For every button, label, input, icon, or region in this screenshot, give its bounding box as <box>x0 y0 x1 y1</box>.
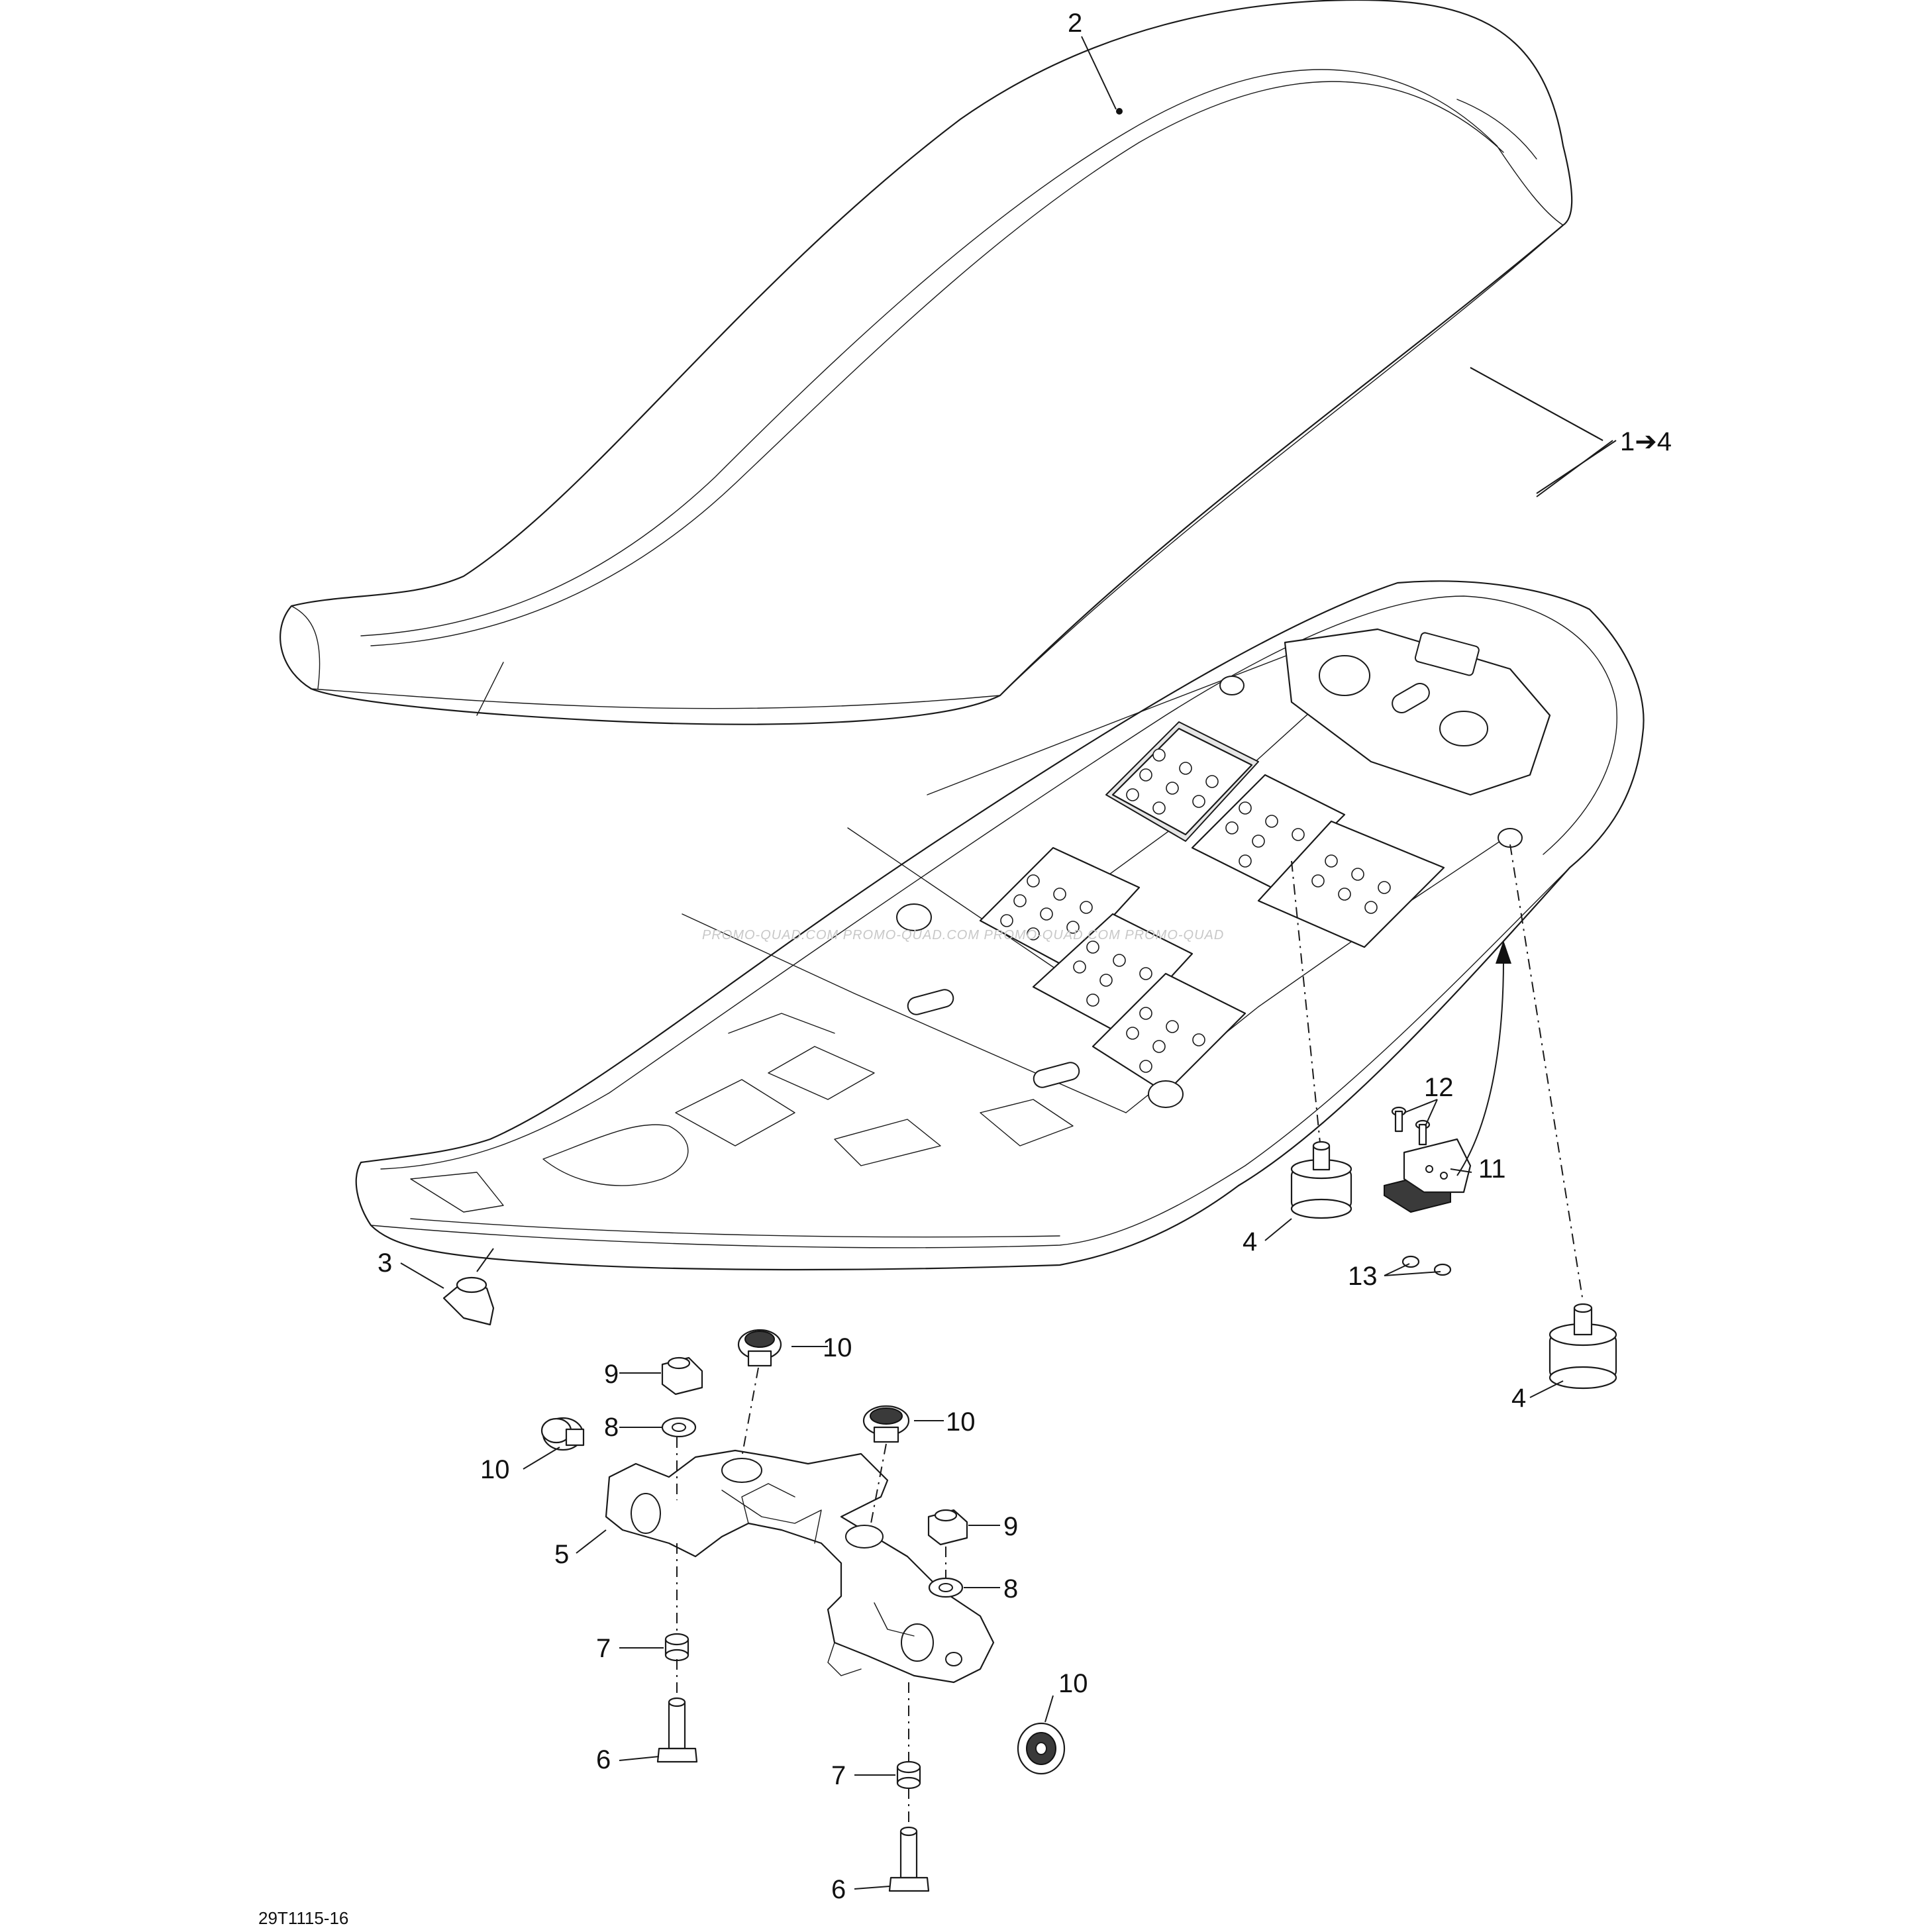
callout-2: 2 <box>1068 9 1082 38</box>
part-6-bolt-b <box>888 1826 930 1892</box>
callout-9b: 9 <box>1003 1512 1018 1541</box>
pad-mid-left <box>979 846 1141 968</box>
pad-mid-right <box>1092 972 1246 1094</box>
part-10-grommet-b <box>862 1405 910 1443</box>
part-5-seat-support <box>605 1449 995 1684</box>
callout-10b: 10 <box>946 1407 976 1437</box>
part-3-bumper <box>442 1276 495 1326</box>
watermark-text: PROMO-QUAD.COM PROMO-QUAD.COM PROMO-QUAD… <box>702 928 1224 942</box>
part-12-screws <box>1391 1106 1431 1146</box>
pad-front-right <box>1191 774 1346 889</box>
callout-10a: 10 <box>823 1333 852 1362</box>
callout-8b: 8 <box>1003 1574 1018 1603</box>
assembly-dash-lines <box>676 844 1584 1828</box>
callout-7b: 7 <box>831 1761 846 1790</box>
callout-4a: 4 <box>1243 1227 1257 1256</box>
part-6-bolt-a <box>656 1697 698 1763</box>
leader-lines <box>400 36 1617 1890</box>
callout-8a: 8 <box>604 1413 619 1442</box>
callout-3: 3 <box>378 1248 392 1278</box>
part-8-washer-b <box>928 1577 964 1598</box>
callout-11: 11 <box>1478 1154 1506 1184</box>
part-4-rubber-stop-a <box>1290 1141 1352 1219</box>
callout-1-to-4: 1➔4 <box>1620 427 1672 456</box>
callout-4b: 4 <box>1511 1384 1526 1413</box>
callout-7a: 7 <box>596 1634 611 1663</box>
part-9-nut-b <box>927 1509 968 1546</box>
part-7-spacer-b <box>896 1760 921 1790</box>
callout-labels: 2 1➔4 3 4 4 11 12 13 9 9 8 8 10 10 10 10… <box>378 9 1672 1904</box>
seat-base <box>355 580 1645 1271</box>
pad-front-far <box>1257 820 1445 948</box>
callout-10d: 10 <box>1058 1669 1088 1698</box>
callout-13: 13 <box>1348 1262 1378 1291</box>
part-11-latch-pad <box>1384 1138 1472 1213</box>
pad-mid-center <box>1032 913 1194 1035</box>
part-7-spacer-a <box>664 1633 689 1662</box>
callout-6a: 6 <box>596 1745 611 1774</box>
part-10-grommet-a <box>737 1329 782 1367</box>
callout-9a: 9 <box>604 1360 619 1389</box>
part-10-grommet-c <box>540 1417 585 1451</box>
part-10-grommet-d <box>1017 1722 1066 1775</box>
callout-10c: 10 <box>480 1455 510 1484</box>
callout-5: 5 <box>554 1540 569 1569</box>
part-8-washer-a <box>661 1417 697 1438</box>
callout-12: 12 <box>1424 1073 1454 1102</box>
diagram-reference-code: 29T1115-16 <box>258 1908 348 1928</box>
part-9-nut-a <box>661 1356 703 1396</box>
callout-6b: 6 <box>831 1875 846 1904</box>
part-4-rubber-stop-b <box>1549 1303 1617 1390</box>
seat-cover <box>280 0 1573 725</box>
